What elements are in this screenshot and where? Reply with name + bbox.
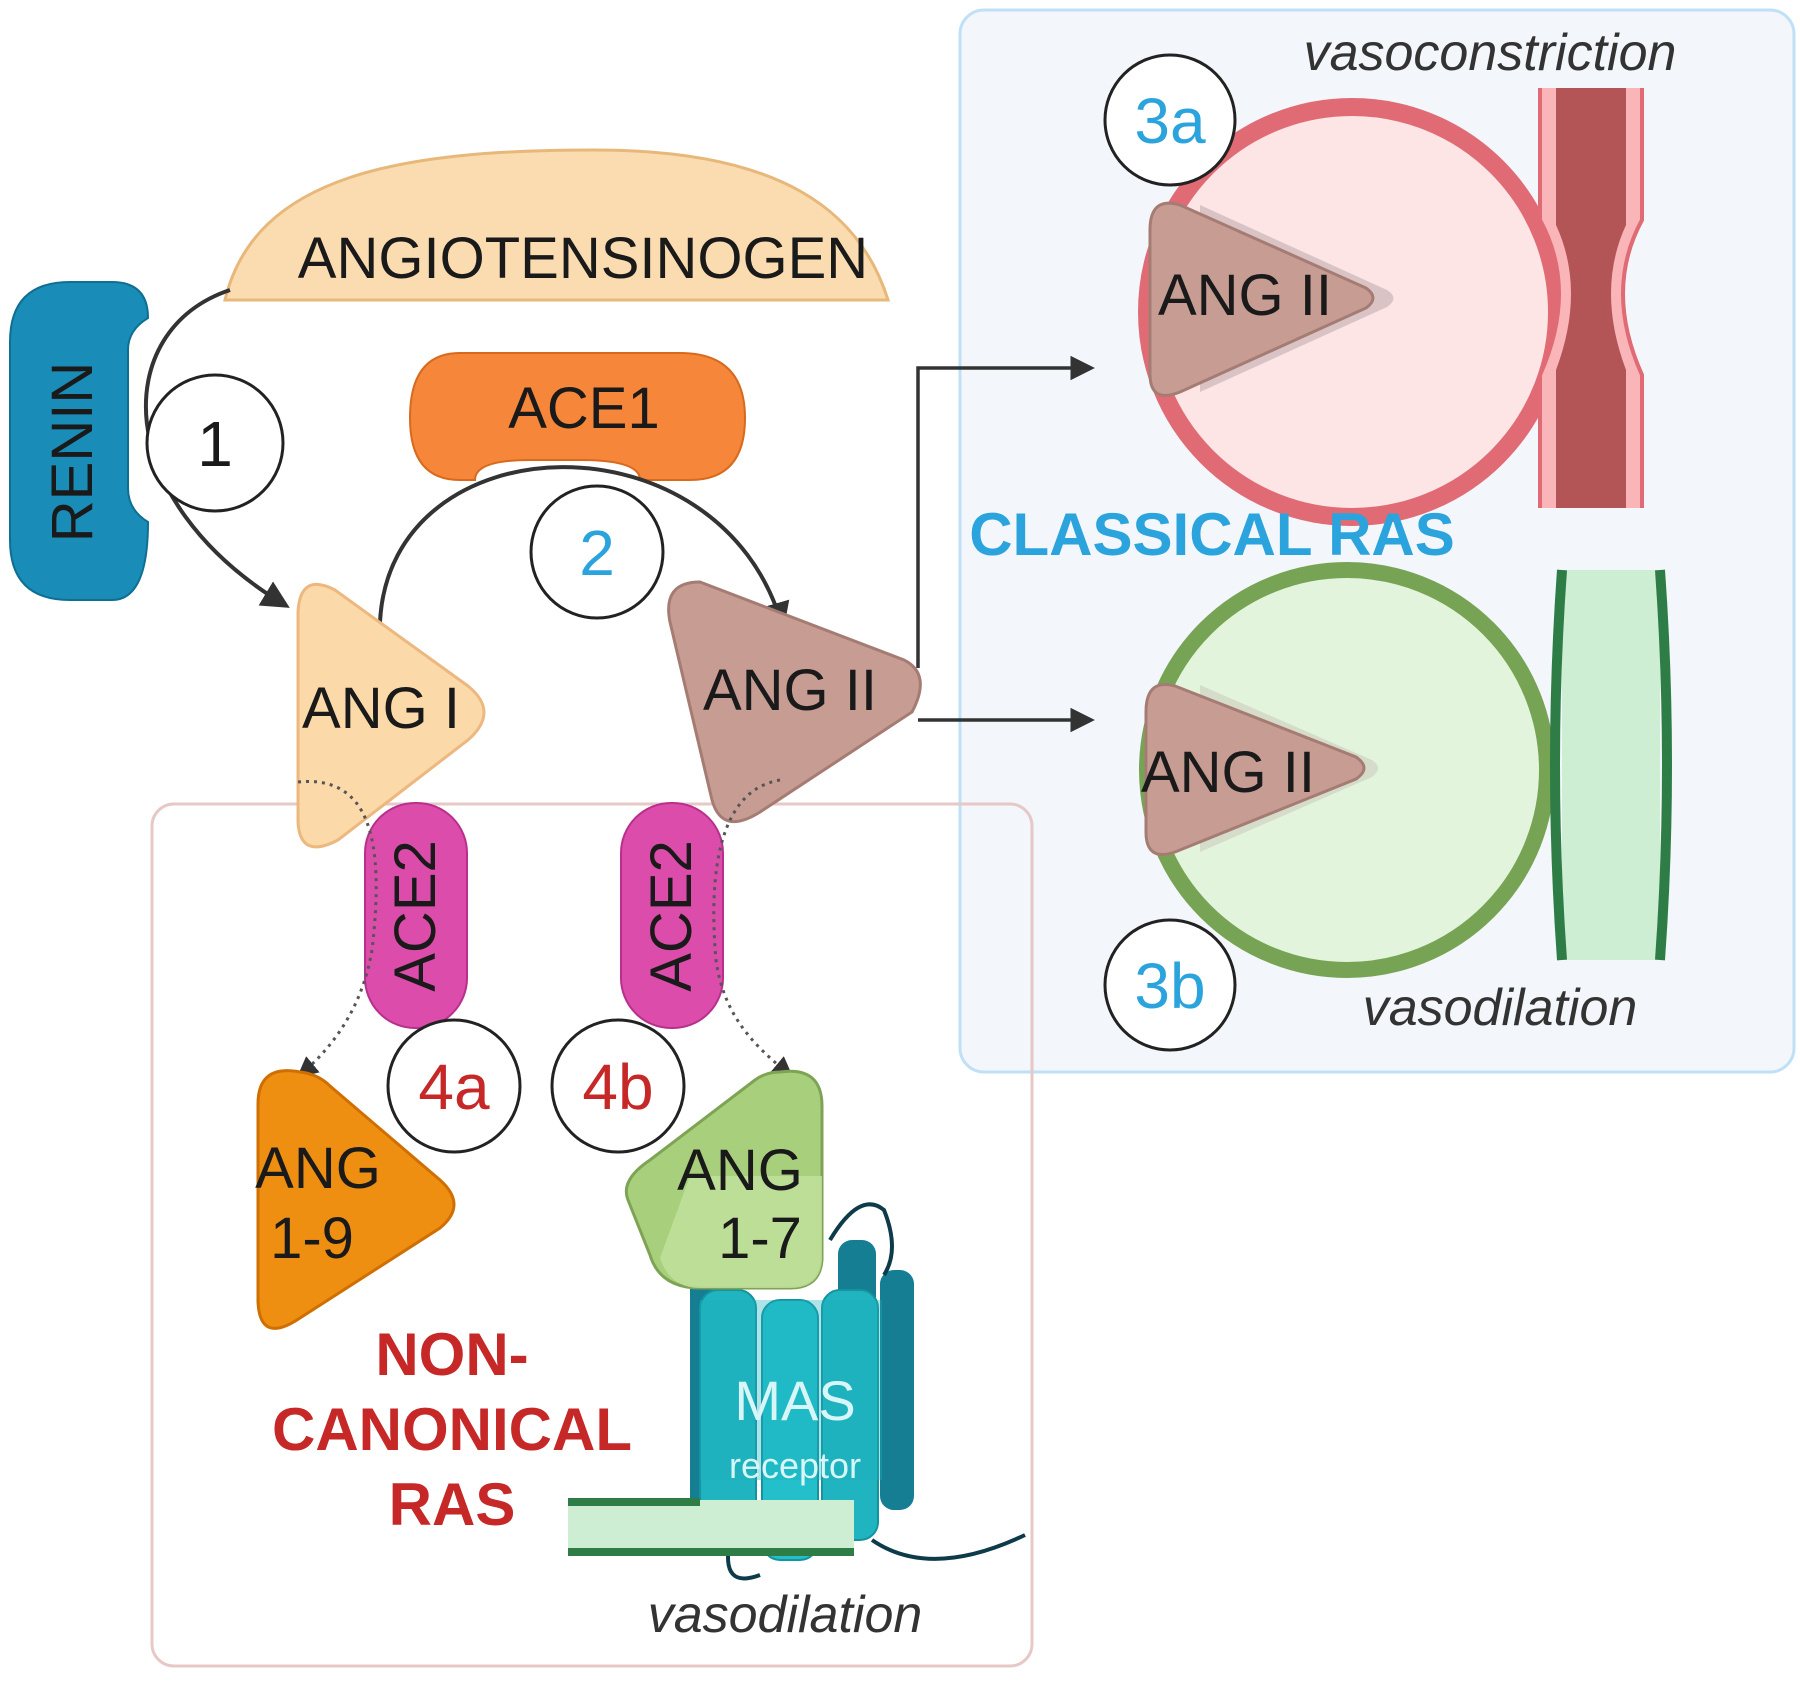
step-2-marker: 2 xyxy=(529,484,665,620)
renin-label: RENIN xyxy=(40,362,105,542)
ang2-molecule: ANG II xyxy=(667,580,922,823)
arrow-angiotensinogen-to-ang1 xyxy=(144,288,290,608)
noncanonical-vessel xyxy=(568,1498,854,1556)
classical-ras-title: CLASSICAL RAS xyxy=(969,501,1455,568)
ace2-right-enzyme: ACE2 xyxy=(620,802,724,1029)
ang19-label-line1: ANG xyxy=(255,1136,381,1201)
ace1-label: ACE1 xyxy=(508,376,660,441)
step-1-label: 1 xyxy=(197,408,233,480)
vasoconstriction-label: vasoconstriction xyxy=(1304,24,1677,82)
ang2-vasoconstriction-label: ANG II xyxy=(1158,263,1332,328)
step-1-marker: 1 xyxy=(145,373,285,513)
dilated-vessel xyxy=(1550,569,1672,961)
ang1-label: ANG I xyxy=(302,676,460,741)
ace2-left-enzyme: ACE2 xyxy=(364,802,468,1029)
ang17-label-line2: 1-7 xyxy=(718,1206,802,1271)
renin-enzyme: RENIN xyxy=(9,281,150,601)
step-3a-label: 3a xyxy=(1134,85,1206,157)
constricted-vessel xyxy=(1538,88,1644,508)
ace2-left-label: ACE2 xyxy=(383,840,448,992)
arrow-ang1-to-ang2 xyxy=(378,465,790,631)
step-4a-marker: 4a xyxy=(386,1018,522,1154)
step-2-label: 2 xyxy=(579,517,615,589)
step-4a-label: 4a xyxy=(418,1051,490,1123)
ace1-enzyme: ACE1 xyxy=(408,352,747,481)
mas-receptor-label: receptor xyxy=(729,1445,861,1486)
ang2-label: ANG II xyxy=(703,658,877,723)
step-3b-marker: 3b xyxy=(1103,918,1237,1052)
step-3a-marker: 3a xyxy=(1103,53,1237,187)
angiotensinogen-label: ANGIOTENSINOGEN xyxy=(298,226,868,291)
dotted-arrow-ang1-to-ang19 xyxy=(296,780,378,1078)
noncanonical-ras-panel xyxy=(150,802,1034,1668)
step-3b-label: 3b xyxy=(1134,950,1205,1022)
ang2-vasodilation-label: ANG II xyxy=(1141,740,1315,805)
noncanonical-title-line3: RAS xyxy=(389,1471,516,1538)
step-4b-marker: 4b xyxy=(550,1018,686,1154)
vasodilation-classical-label: vasodilation xyxy=(1363,979,1638,1037)
noncanonical-ras-title: NON- CANONICAL RAS xyxy=(272,1321,632,1538)
ang19-molecule: ANG 1-9 xyxy=(255,1069,456,1330)
step-4b-label: 4b xyxy=(582,1051,653,1123)
noncanonical-title-line2: CANONICAL xyxy=(272,1396,632,1463)
ang19-label-line2: 1-9 xyxy=(270,1206,354,1271)
mas-label: MAS xyxy=(734,1369,855,1432)
ang17-molecule: ANG 1-7 xyxy=(624,1069,824,1290)
arrow-ang2-to-vasoconstriction xyxy=(916,355,1095,668)
vasodilation-pathway: ANG II xyxy=(1139,562,1555,978)
mas-receptor: MAS receptor xyxy=(690,1202,1026,1581)
noncanonical-title-line1: NON- xyxy=(375,1321,528,1388)
ang1-molecule: ANG I xyxy=(296,582,486,849)
ang17-label-line1: ANG xyxy=(677,1138,803,1203)
angiotensinogen-molecule: ANGIOTENSINOGEN xyxy=(223,148,891,302)
vasodilation-noncanonical-label: vasodilation xyxy=(648,1586,923,1644)
ace2-right-label: ACE2 xyxy=(639,840,704,992)
dotted-arrow-ang2-to-ang17 xyxy=(712,778,794,1078)
